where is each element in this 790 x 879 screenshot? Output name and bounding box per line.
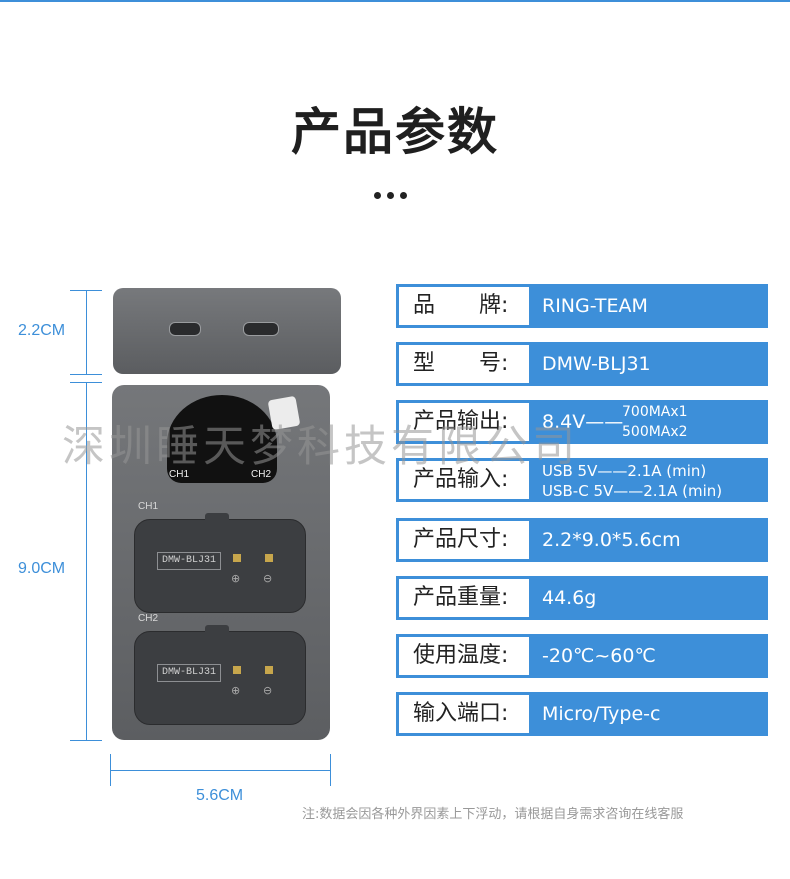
spec-row-temperature: 使用温度: -20℃~60℃: [396, 634, 768, 678]
battery-slot-ch1: DMW-BLJ31 ⊕ ⊖: [134, 513, 306, 613]
slot-notch: [205, 513, 229, 521]
spec-label: 使用温度:: [399, 637, 529, 675]
spec-label: 品 牌:: [399, 287, 529, 325]
spec-value-sub: 700MAx1: [622, 404, 688, 420]
watermark: 深圳睡天梦科技有限公司: [62, 422, 579, 472]
spec-row-weight: 产品重量: 44.6g: [396, 576, 768, 620]
slot-ch1-label: CH1: [138, 501, 159, 512]
spec-row-input: 产品输入: USB 5V——2.1A (min) USB-C 5V——2.1A …: [396, 458, 768, 502]
spec-value-sub: 500MAx2: [622, 424, 688, 440]
spec-value: 2.2*9.0*5.6cm: [542, 529, 681, 551]
plus-icon: ⊕: [231, 684, 241, 697]
charger-front-view: CH1 CH2 CH1 DMW-BLJ31 ⊕ ⊖ CH2 DMW-BLJ31 …: [112, 385, 330, 740]
depth-dimension-line: [86, 290, 87, 374]
spec-value: -20℃~60℃: [542, 645, 656, 667]
depth-dimension-tick-bottom: [70, 374, 102, 375]
spec-value-line: USB 5V——2.1A (min): [542, 462, 707, 480]
spec-value: RING-TEAM: [542, 295, 648, 317]
contact-positive: [233, 554, 241, 562]
spec-label: 输入端口:: [399, 695, 529, 733]
contact-negative: [265, 554, 273, 562]
depth-dimension-label: 2.2CM: [18, 322, 66, 339]
width-dimension-tick-right: [330, 754, 331, 786]
width-dimension-tick-left: [110, 754, 111, 786]
spec-row-output: 产品输出: 8.4V—— 700MAx1 500MAx2: [396, 400, 768, 444]
minus-icon: ⊖: [263, 572, 273, 585]
height-dimension-line: [86, 382, 87, 740]
depth-dimension-tick-top: [70, 290, 102, 291]
footnote: 注:数据会因各种外界因素上下浮动，请根据自身需求咨询在线客服: [302, 807, 684, 822]
height-dimension-label: 9.0CM: [18, 560, 66, 577]
spec-row-brand: 品 牌: RING-TEAM: [396, 284, 768, 328]
slot-ch2-label: CH2: [138, 613, 159, 624]
slot-notch: [205, 625, 229, 633]
ellipsis-dots: [374, 184, 413, 203]
contact-negative: [265, 666, 273, 674]
top-divider: [0, 0, 790, 2]
display-ch2-label: CH2: [251, 469, 272, 480]
spec-value: Micro/Type-c: [542, 703, 661, 725]
lcd-display: CH1 CH2: [167, 395, 277, 483]
width-dimension-label: 5.6CM: [196, 787, 244, 804]
page-title: 产品参数: [291, 103, 499, 161]
spec-row-port: 输入端口: Micro/Type-c: [396, 692, 768, 736]
spec-value: 8.4V——: [542, 411, 624, 433]
battery-tag: DMW-BLJ31: [157, 552, 221, 570]
spec-value: DMW-BLJ31: [542, 353, 651, 375]
micro-usb-port: [169, 322, 201, 336]
spec-label: 型 号:: [399, 345, 529, 383]
spec-label: 产品重量:: [399, 579, 529, 617]
plus-icon: ⊕: [231, 572, 241, 585]
spec-value: 44.6g: [542, 587, 597, 609]
spec-label: 产品尺寸:: [399, 521, 529, 559]
contact-positive: [233, 666, 241, 674]
usb-c-port: [243, 322, 279, 336]
spec-label: 产品输出:: [399, 403, 529, 441]
spec-value-line: USB-C 5V——2.1A (min): [542, 482, 723, 500]
battery-slot-ch2: DMW-BLJ31 ⊕ ⊖: [134, 625, 306, 725]
spec-label: 产品输入:: [399, 461, 529, 499]
spec-row-size: 产品尺寸: 2.2*9.0*5.6cm: [396, 518, 768, 562]
height-dimension-tick-top: [70, 382, 102, 383]
display-ch1-label: CH1: [169, 469, 190, 480]
spec-row-model: 型 号: DMW-BLJ31: [396, 342, 768, 386]
minus-icon: ⊖: [263, 684, 273, 697]
battery-tag: DMW-BLJ31: [157, 664, 221, 682]
charger-top-view: [113, 288, 341, 374]
height-dimension-tick-bottom: [70, 740, 102, 741]
width-dimension-line: [110, 770, 330, 771]
